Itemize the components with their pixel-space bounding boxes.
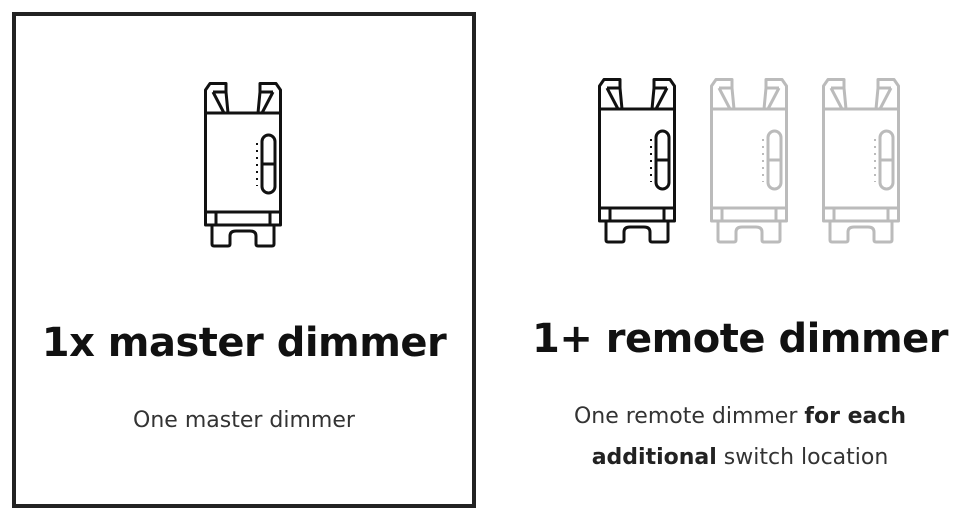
master-dimmer-panel: 1x master dimmer One master dimmer	[12, 12, 476, 508]
dimmer-switch-icon	[204, 82, 282, 248]
dimmer-switch-icon	[598, 78, 676, 244]
dimmer-switch-faded-icon	[710, 78, 788, 244]
remote-subtitle-pre: One remote dimmer	[573, 404, 805, 429]
remote-dimmer-panel: 1+ remote dimmer One remote dimmer for e…	[520, 12, 953, 508]
master-subtitle: One master dimmer	[133, 408, 355, 433]
master-title: 1x master dimmer	[41, 320, 447, 366]
remote-title: 1+ remote dimmer	[531, 316, 949, 362]
dimmer-switch-faded-icon	[822, 78, 900, 244]
remote-subtitle-post: switch location	[716, 445, 889, 470]
remote-subtitle-bold2: additional	[591, 445, 717, 470]
remote-subtitle-bold1: for each	[804, 404, 907, 429]
remote-subtitle: One remote dimmer for each additional sw…	[480, 396, 953, 478]
